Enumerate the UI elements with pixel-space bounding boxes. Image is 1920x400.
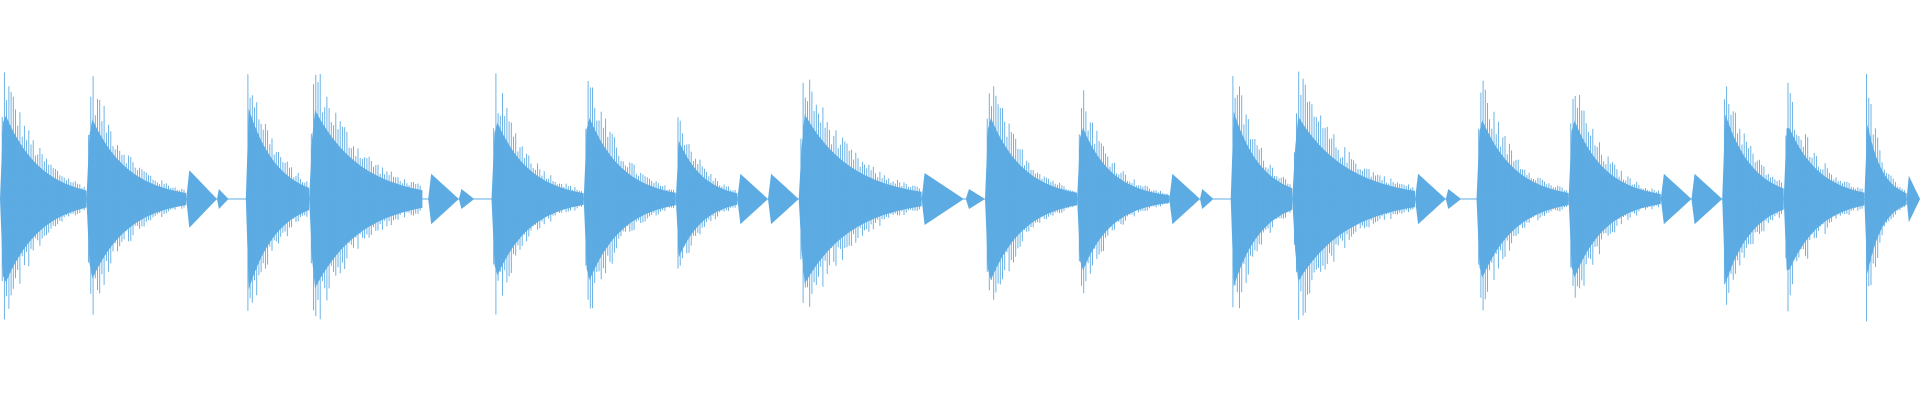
waveform-group <box>0 71 1920 322</box>
waveform-note-spikes <box>1 72 85 320</box>
